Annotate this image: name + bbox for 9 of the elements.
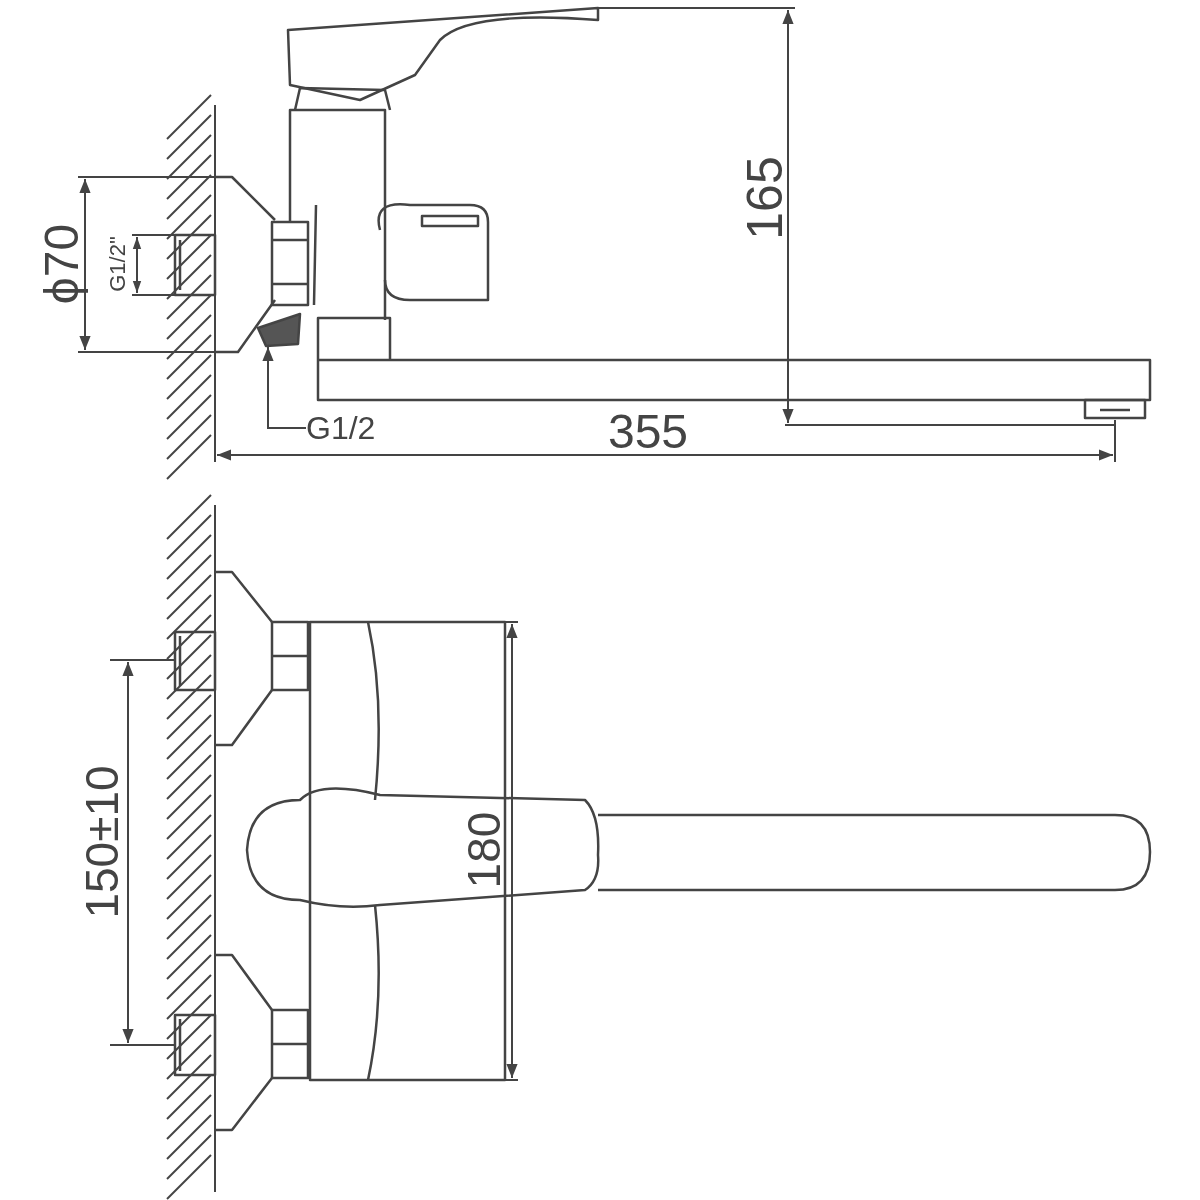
dimension-value: 150±10 [79,765,125,919]
dimension-value: ϕ70 [38,223,86,305]
thread-size-label: G1/2 [306,412,376,444]
dimension-value: 165 [740,156,790,240]
dimension-value: 355 [607,408,689,456]
dimension-value: 180 [461,811,507,889]
leader-line [262,346,307,429]
hose-fitting-drawing [256,312,302,348]
thread-size-label: G1/2" [107,236,129,292]
